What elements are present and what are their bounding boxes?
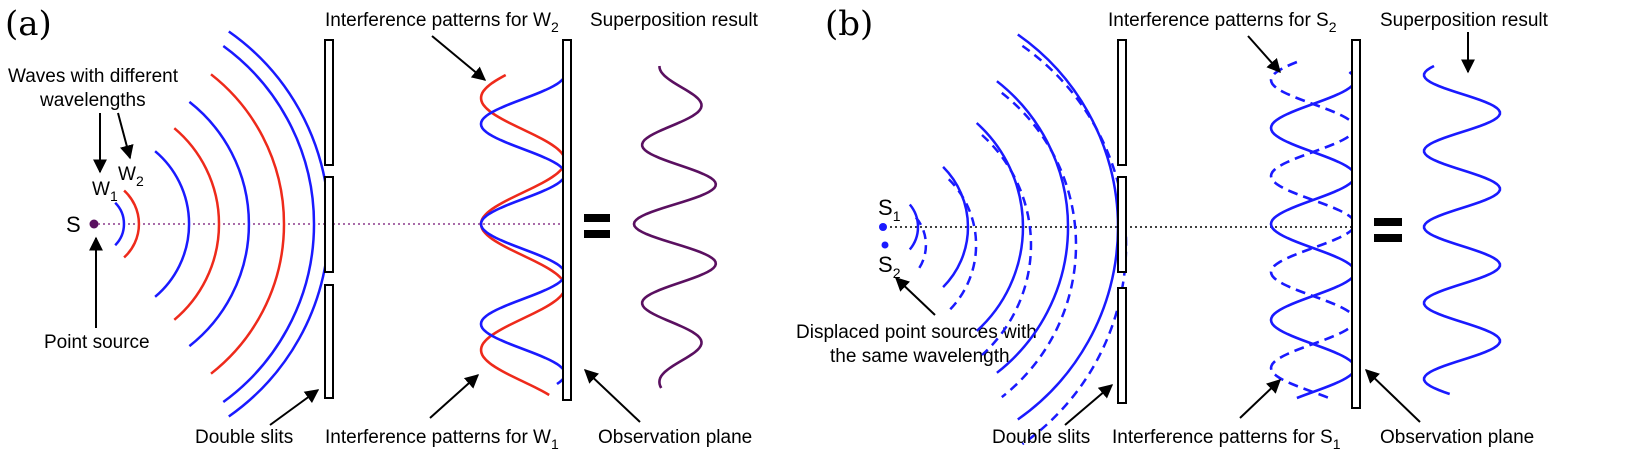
observation-label-b: Observation plane [1380, 427, 1534, 448]
arrow-to-pattern-w2 [431, 35, 487, 81]
slit-barrier-bottom-b [1117, 287, 1127, 404]
pattern-curve-w1 [479, 69, 567, 386]
observation-plane-b [1351, 39, 1361, 409]
superposition-curve-a [632, 65, 718, 389]
arrow-to-pattern-s1 [1239, 379, 1282, 419]
pattern-s1-label: Interference patterns for S1 [1112, 427, 1341, 452]
interference-patterns-b [1269, 60, 1357, 400]
wavefronts-a [114, 30, 331, 418]
wavefront-a-4 [173, 127, 221, 321]
wavefront-a-2 [123, 189, 141, 259]
double-slits-b [1117, 39, 1127, 404]
arrow-to-pattern-s2 [1247, 35, 1281, 74]
superposition-curve-b [1422, 64, 1502, 396]
wavefront-s2-1 [914, 216, 928, 274]
wavefront-a-1 [114, 201, 126, 247]
double-slits-label-a: Double slits [195, 427, 293, 448]
panel-a-tag: (a) [5, 4, 52, 44]
panel-b: (b) S1 S2 Displaced point sources with t… [796, 4, 1549, 452]
arrow-to-displaced-sources [894, 277, 936, 316]
pattern-curve-s1 [1269, 71, 1357, 400]
waves-label-line2: wavelengths [39, 90, 146, 111]
wavefronts-b [908, 33, 1128, 446]
wavefront-a-5 [188, 100, 251, 348]
source-s1-dot [879, 223, 887, 231]
result-curve-a [632, 65, 718, 389]
wavefront-s1-3 [975, 122, 1025, 332]
pattern-curve-w2 [479, 73, 567, 397]
wavefront-s1-4 [996, 80, 1070, 374]
observation-plane-a [562, 39, 572, 401]
wavefront-s2-5 [1021, 44, 1128, 446]
arrow-to-pattern-w1 [429, 374, 480, 419]
panel-b-tag: (b) [825, 4, 873, 44]
source-s-label: S [66, 212, 81, 237]
point-source-label: Point source [44, 332, 150, 353]
equals-sign-a [584, 214, 610, 238]
arrow-to-double-slits-a [269, 389, 320, 426]
slit-barrier-middle-b [1117, 176, 1127, 273]
slit-barrier-bottom [324, 284, 334, 399]
source-s2-dot [881, 241, 889, 249]
panel-a: (a) Waves with different wavelengths W1 … [5, 4, 759, 452]
w1-label: W1 [92, 179, 118, 204]
interference-patterns-a [479, 69, 567, 397]
arrow-to-double-slits-b [1064, 384, 1114, 426]
point-source-dot [89, 219, 99, 229]
pattern-w2-label: Interference patterns for W2 [325, 10, 559, 35]
double-slits-label-b: Double slits [992, 427, 1090, 448]
wavefront-s2-2 [947, 178, 978, 312]
observation-label-a: Observation plane [598, 427, 752, 448]
s2-label: S2 [878, 252, 901, 281]
result-curve-b [1422, 64, 1502, 396]
wavefront-s2-3 [981, 134, 1033, 356]
arrow-to-w2 [117, 112, 134, 160]
arrow-to-observation-a [583, 369, 641, 423]
w2-label: W2 [118, 164, 144, 189]
wavefront-s1-2 [942, 166, 970, 288]
wavefront-a-3 [154, 150, 191, 298]
wavefront-a-6 [210, 73, 286, 375]
displaced-label-line1: Displaced point sources with [796, 322, 1037, 343]
wavefront-a-7 [222, 44, 316, 404]
superposition-label-b: Superposition result [1380, 10, 1549, 31]
pattern-w1-label: Interference patterns for W1 [325, 427, 559, 452]
pattern-curve-s2 [1269, 60, 1357, 400]
wavefront-s2-4 [1001, 91, 1078, 399]
pattern-s2-label: Interference patterns for S2 [1108, 10, 1337, 35]
waves-label-line1: Waves with different [8, 66, 179, 87]
displaced-label-line2: the same wavelength [830, 346, 1010, 367]
slit-barrier-top [324, 39, 334, 166]
slit-barrier-top-b [1117, 39, 1127, 166]
equals-sign-b [1374, 218, 1402, 242]
wavefront-s1-1 [908, 203, 920, 251]
s1-label: S1 [878, 195, 901, 224]
double-slits-a [324, 39, 334, 399]
superposition-label-a: Superposition result [590, 10, 759, 31]
slit-barrier-middle [324, 176, 334, 273]
arrow-to-observation-b [1364, 369, 1421, 423]
